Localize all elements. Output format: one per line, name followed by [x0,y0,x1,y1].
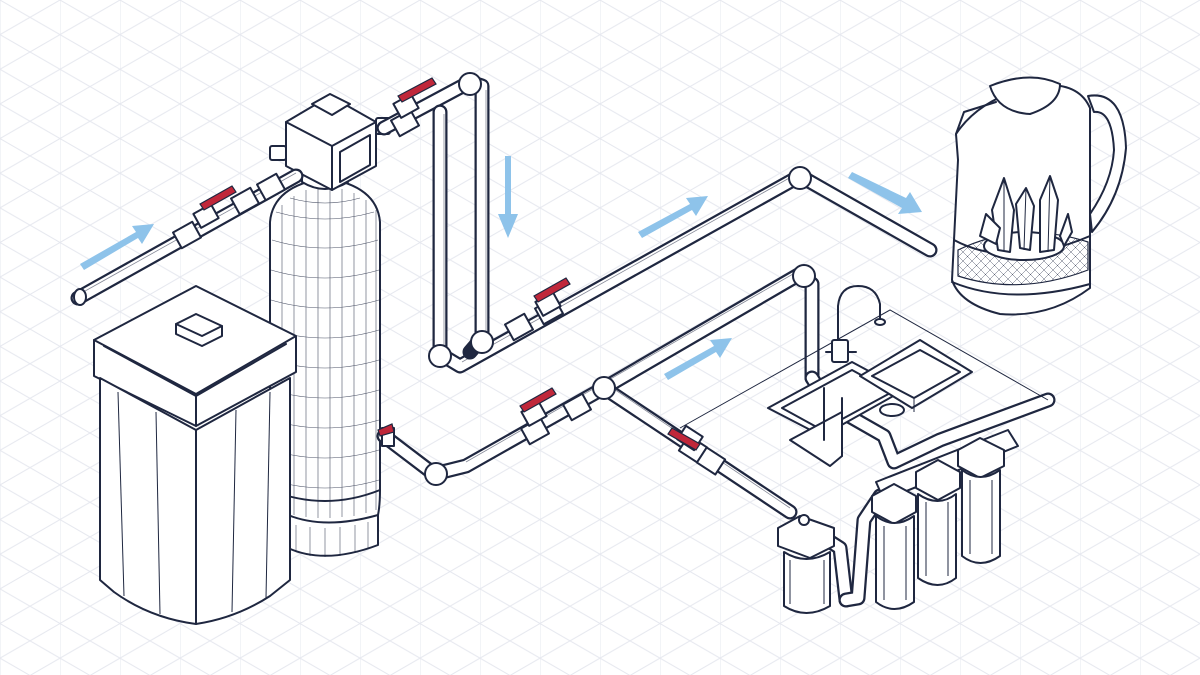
flow-arrow-inlet [80,224,154,270]
under-sink-filters [871,429,1019,610]
valve-outlet [392,77,437,119]
filter-housing-2 [915,459,961,586]
flow-arrows [80,156,922,380]
valve-filter-line [667,424,704,452]
kitchen-sink [679,285,1049,467]
flow-arrow-kettle-right [848,172,922,214]
valve-tank-bottom [377,423,395,437]
valve-lower-line [519,387,557,427]
filter-housing-3 [957,437,1005,564]
flow-arrow-kettle-up [638,196,708,238]
valve-kettle-line [533,277,571,317]
brine-tank [93,285,297,625]
sediment-filter [777,514,835,614]
flow-arrow-lower [664,338,732,380]
pipe-fittings [73,72,816,486]
crystals [979,175,1073,253]
flow-arrow-down [498,156,518,238]
filter-housing-1 [871,483,917,610]
softener-tank [269,177,381,557]
control-head [269,93,391,191]
display-panel [339,134,371,183]
valve-inlet [192,185,237,229]
valves [192,77,704,452]
electric-kettle [951,76,1127,316]
faucet [825,285,886,363]
